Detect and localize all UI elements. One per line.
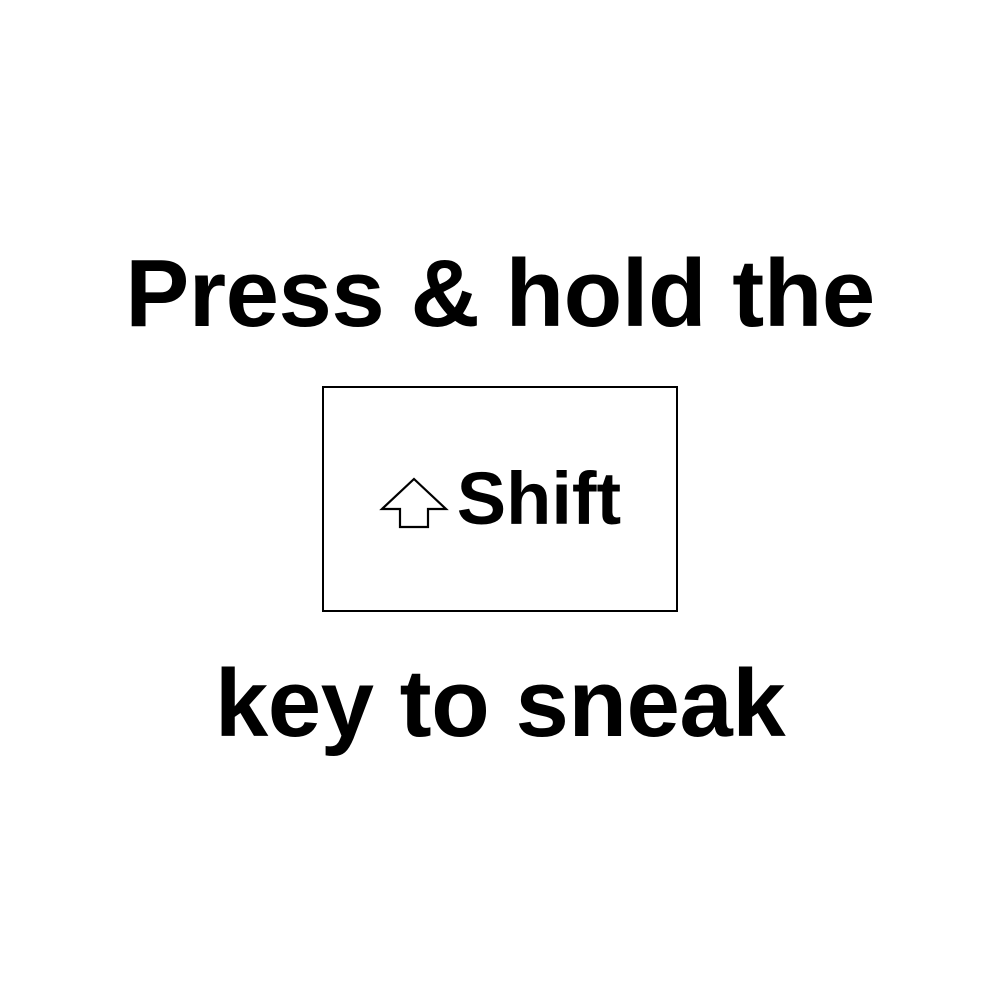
shift-key-label: Shift [456,457,622,540]
shift-arrow-icon [379,476,449,530]
instruction-line-bottom: key to sneak [214,650,786,757]
shift-key: Shift [322,386,678,612]
instruction-line-top: Press & hold the [125,240,875,347]
shift-key-content: Shift [324,388,676,610]
